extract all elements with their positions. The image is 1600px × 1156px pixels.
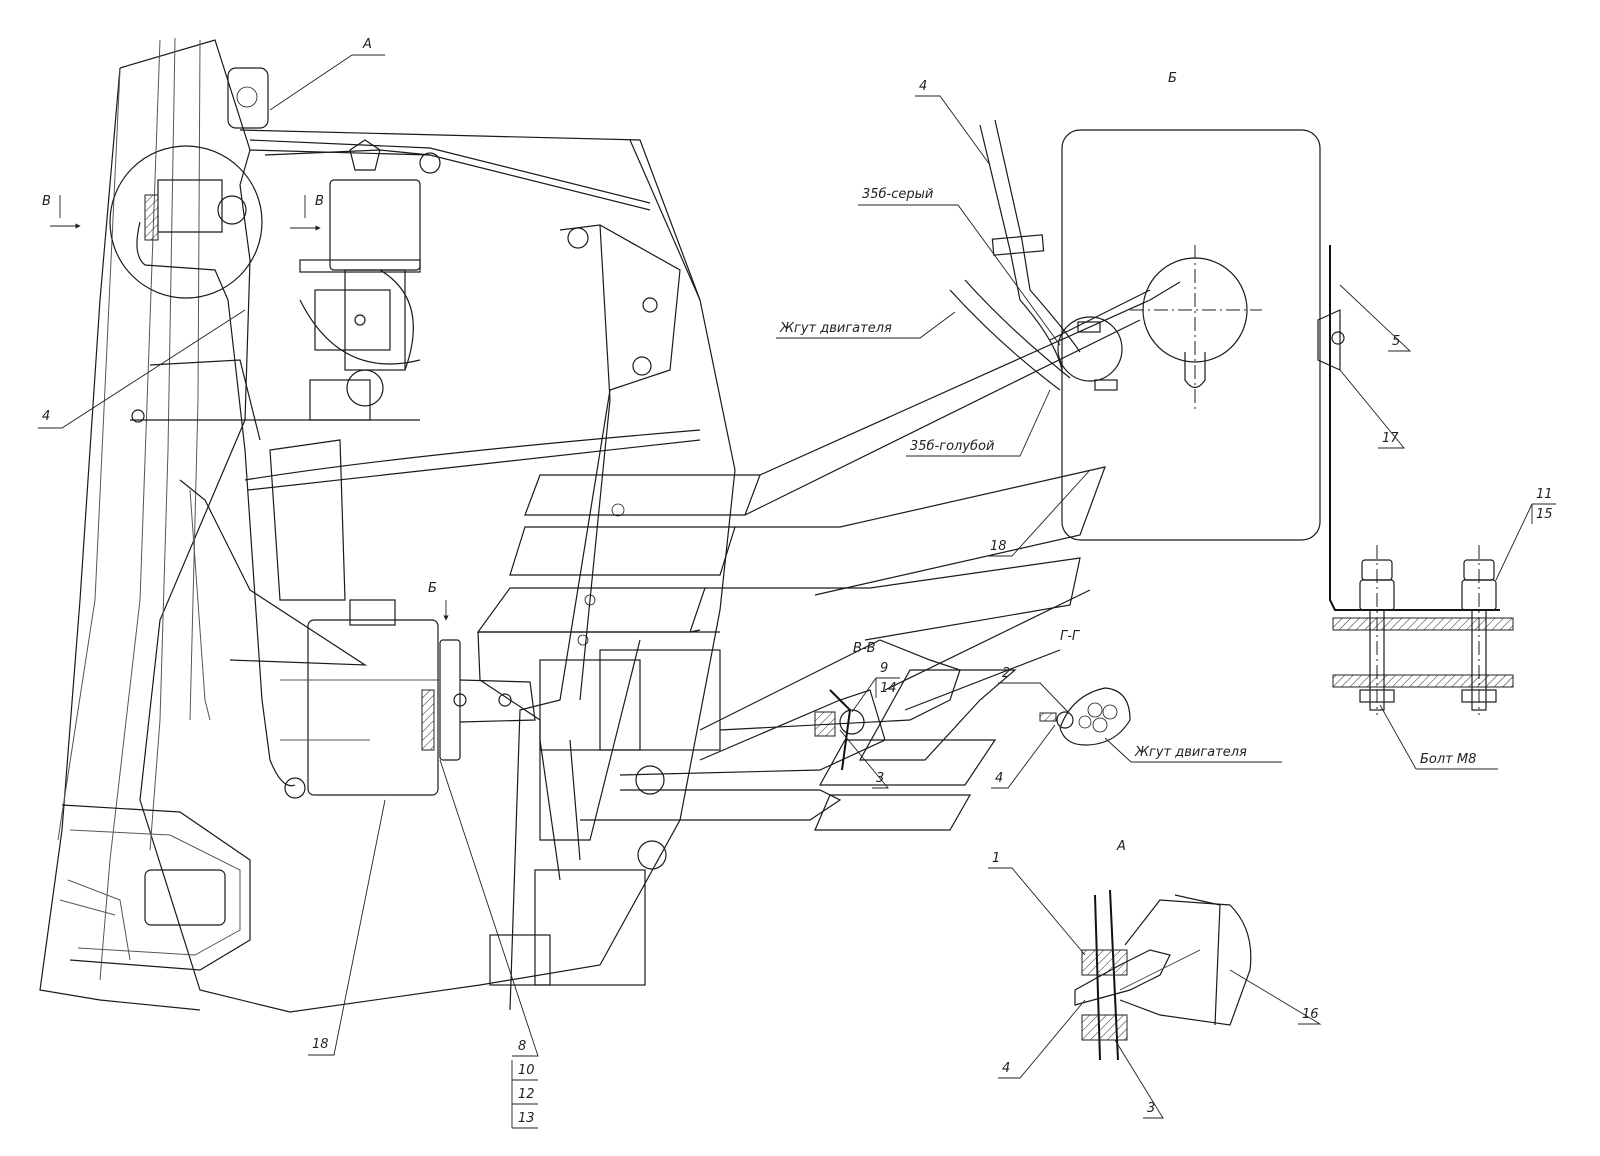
main-assembly-view	[39, 37, 736, 1013]
section-plane-strips	[476, 281, 1181, 841]
callout-2: 2	[1002, 666, 1010, 681]
callout-18-main: 18	[312, 1037, 329, 1052]
bolt-section	[1332, 545, 1514, 715]
wire-label-blue: 35б-голубой	[910, 439, 994, 454]
view-label-a-detail: А	[1116, 839, 1126, 854]
section-mark-b: Б	[428, 581, 437, 596]
section-v-v	[814, 689, 865, 771]
callout-4-b-view: 4	[919, 79, 927, 94]
view-label-a-top: А	[362, 37, 372, 52]
bolt-label: Болт М8	[1420, 752, 1476, 767]
view-label-b: Б	[1168, 71, 1177, 86]
wire-label-harness-gg: Жгут двигателя	[1134, 745, 1247, 760]
callout-3-a: 3	[1147, 1101, 1155, 1116]
section-label-v-v: В-В	[853, 641, 876, 656]
callout-9: 9	[880, 661, 888, 676]
callout-8: 8	[518, 1039, 526, 1054]
callout-17: 17	[1382, 431, 1399, 446]
section-mark-v-left: В	[42, 194, 51, 209]
callout-16: 16	[1302, 1007, 1319, 1022]
callout-4-a: 4	[1002, 1061, 1010, 1076]
callout-13: 13	[518, 1111, 535, 1126]
callout-10: 10	[518, 1063, 535, 1078]
callout-11: 11	[1536, 487, 1553, 502]
labels: А В В Б 4 18 8 10 12 13 Б 4 35б-серый Жг…	[38, 37, 1556, 1129]
wire-label-harness-b: Жгут двигателя	[779, 321, 892, 336]
view-b	[949, 119, 1500, 611]
detail-a	[1074, 889, 1252, 1061]
callout-15: 15	[1536, 507, 1553, 522]
wire-label-gray: 35б-серый	[862, 187, 933, 202]
section-label-g-g: Г-Г	[1060, 629, 1081, 644]
callout-4-left: 4	[42, 409, 50, 424]
section-mark-v-right: В	[315, 194, 324, 209]
callout-1: 1	[992, 851, 1000, 866]
callout-14: 14	[880, 681, 897, 696]
callout-5: 5	[1392, 334, 1400, 349]
callout-12: 12	[518, 1087, 535, 1102]
section-g-g	[1039, 687, 1131, 746]
callout-18-b-view: 18	[990, 539, 1007, 554]
callout-4-gg: 4	[995, 771, 1003, 786]
